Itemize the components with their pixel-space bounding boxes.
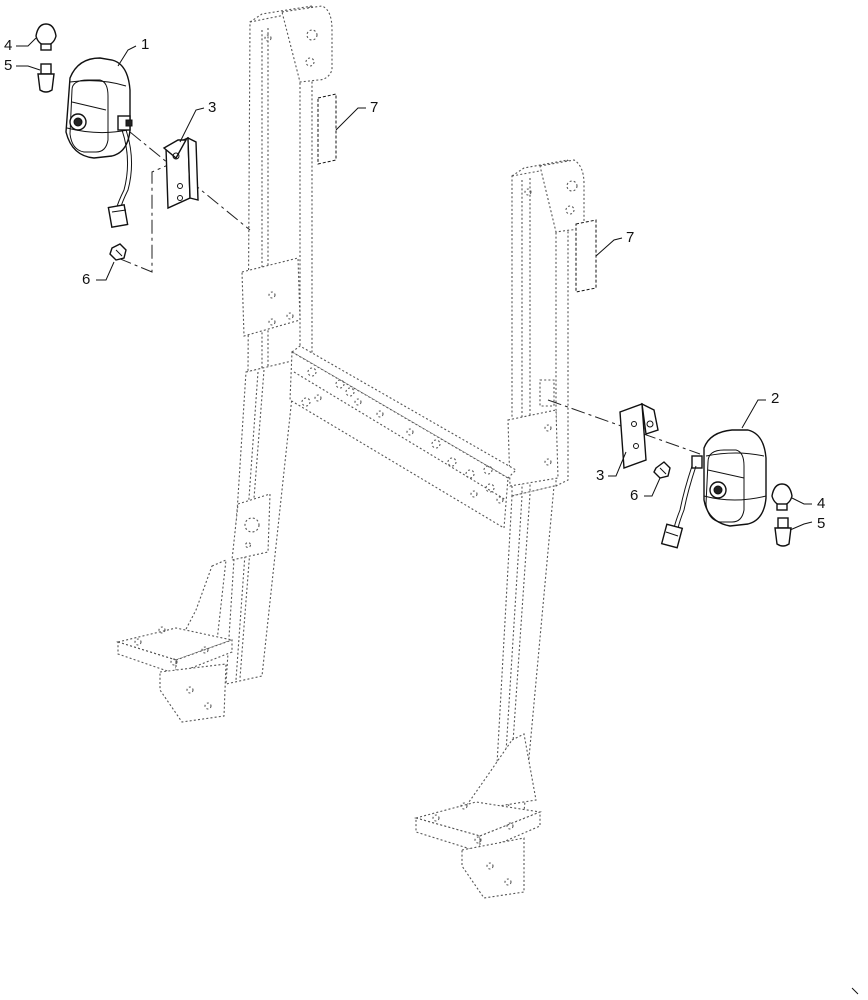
callout-4-left: 4 [4,37,12,54]
callout-5-left: 5 [4,57,12,74]
socket-right [774,517,792,547]
bracket-right [619,402,659,469]
decal-left [317,93,337,165]
callout-7-left: 7 [370,99,378,116]
callout-6-right: 6 [630,487,638,504]
callout-1: 1 [141,36,149,53]
left-frame-post [115,5,333,723]
callout-2: 2 [771,390,779,407]
callout-7-right: 7 [626,229,634,246]
corner-mark [851,987,859,995]
bolt-right [653,461,671,479]
bulb-right [771,483,793,511]
callout-3-left: 3 [208,99,216,116]
callout-4-right: 4 [817,495,825,512]
leader-lines [16,37,813,531]
lamp-right [660,429,767,549]
bracket-left [162,136,199,210]
centerline-left-bolt [117,161,176,273]
callout-5-right: 5 [817,515,825,532]
decal-right [575,219,597,293]
callout-labels: 1 2 3 3 4 4 5 5 6 6 7 7 [4,36,825,532]
lamp-left [65,57,133,229]
bulb-left [35,23,57,51]
right-frame-post [413,159,585,899]
callout-3-right: 3 [596,467,604,484]
cross-member [289,345,517,529]
socket-left [37,63,55,93]
bolt-left [109,243,127,261]
callout-6-left: 6 [82,271,90,288]
